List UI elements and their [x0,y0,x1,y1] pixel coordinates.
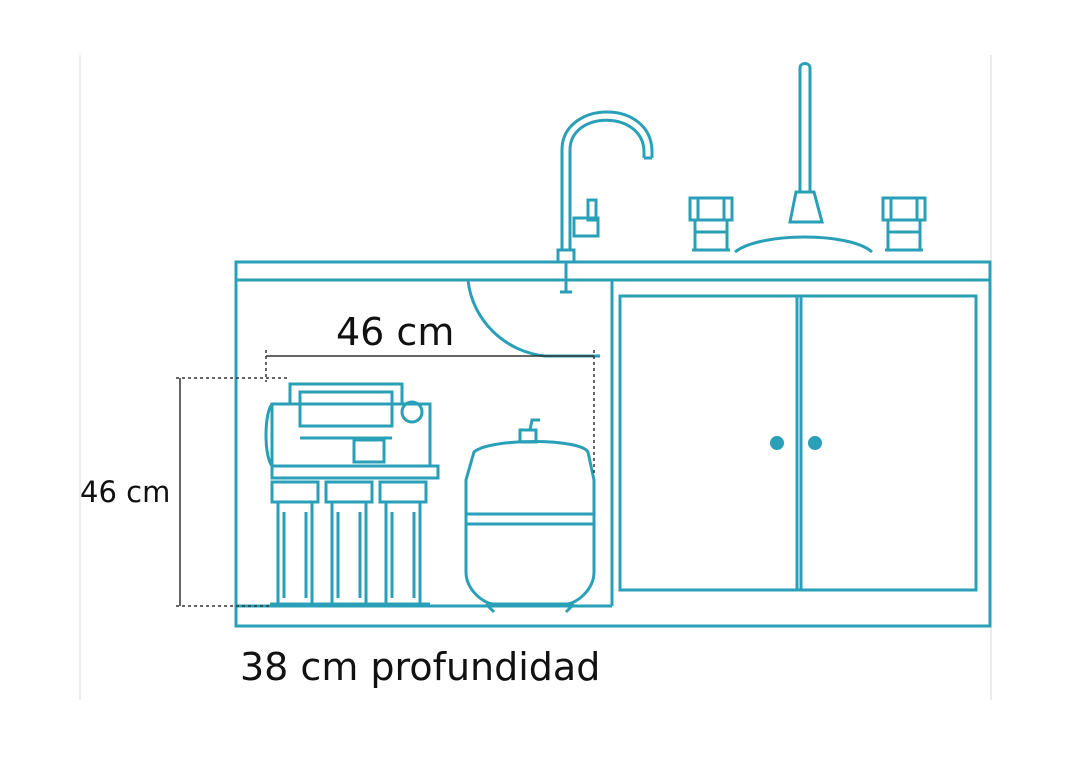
countertop [234,260,992,282]
sink-basin [466,279,600,358]
width-dimension [265,350,595,474]
height-dimension [176,377,290,607]
width-label: 46 cm [336,310,455,354]
filter-system-icon [264,382,440,606]
faucet-icon [556,110,654,294]
sink-tap-icon [688,62,927,254]
door-knob-right [808,436,822,450]
door-knob-left [770,436,784,450]
storage-tank-icon [464,418,596,614]
height-label: 46 cm [80,475,171,509]
cabinet-door-icon [795,296,803,590]
depth-label: 38 cm profundidad [240,645,601,689]
